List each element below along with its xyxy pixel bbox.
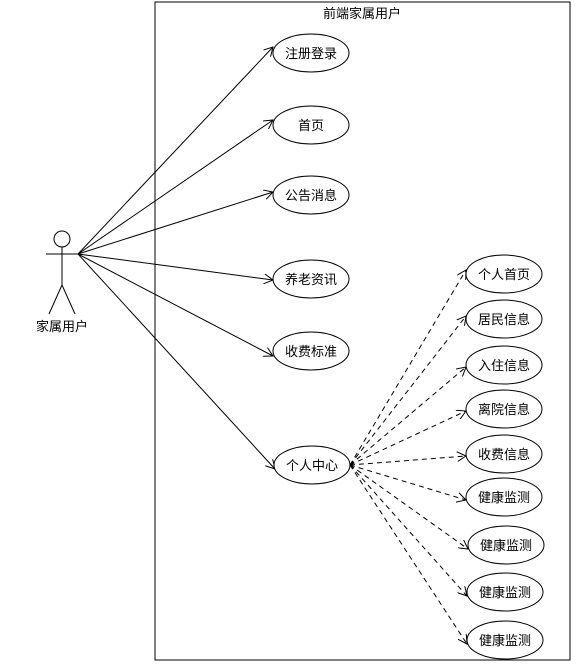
use-case-label: 健康监测 <box>479 585 531 601</box>
use-case-label: 居民信息 <box>478 312 530 328</box>
association-line <box>77 120 273 255</box>
include-line <box>349 464 467 596</box>
use-case-news[interactable]: 养老资讯 <box>272 259 350 299</box>
use-case-health-monitoring-1[interactable]: 健康监测 <box>465 477 543 517</box>
use-case-discharge-info[interactable]: 离院信息 <box>465 389 543 429</box>
use-case-label: 注册登录 <box>285 47 337 62</box>
include-lines <box>349 270 468 644</box>
use-case-label: 入住信息 <box>478 358 530 374</box>
actor-left-leg <box>48 284 63 315</box>
association-line <box>77 192 273 255</box>
use-case-personal-home[interactable]: 个人首页 <box>465 254 543 294</box>
actor-figure <box>46 230 78 315</box>
use-case-resident-info[interactable]: 居民信息 <box>465 299 543 339</box>
include-line <box>349 464 468 549</box>
use-case-label: 个人中心 <box>286 459 338 474</box>
include-line <box>349 464 467 644</box>
include-line <box>349 411 466 466</box>
actor-right-leg <box>61 284 76 315</box>
use-case-label: 健康监测 <box>478 490 530 506</box>
use-case-label: 个人首页 <box>478 268 530 283</box>
use-case-label: 健康监测 <box>479 633 531 649</box>
use-case-label: 离院信息 <box>478 402 530 418</box>
use-case-health-monitoring-3[interactable]: 健康监测 <box>466 572 544 612</box>
include-line <box>349 316 466 466</box>
association-line <box>77 253 273 356</box>
use-case-label: 收费标准 <box>285 345 337 360</box>
use-case-fee-info[interactable]: 收费信息 <box>465 434 543 474</box>
include-line <box>349 456 466 466</box>
association-lines <box>77 47 275 469</box>
use-case-register[interactable]: 注册登录 <box>272 33 350 73</box>
system-boundary: 前端家属用户 <box>154 1 571 661</box>
include-line <box>349 464 466 500</box>
system-title: 前端家属用户 <box>323 6 401 22</box>
use-case-label: 首页 <box>298 119 324 134</box>
actor-label: 家属用户 <box>36 319 88 335</box>
use-case-notice[interactable]: 公告消息 <box>272 175 350 215</box>
association-line <box>77 47 273 255</box>
use-case-home[interactable]: 首页 <box>272 105 350 145</box>
use-case-fee-standard[interactable]: 收费标准 <box>272 331 350 371</box>
use-case-checkin-info[interactable]: 入住信息 <box>465 345 543 385</box>
use-case-label: 养老资讯 <box>285 272 337 288</box>
use-case-label: 健康监测 <box>480 538 532 554</box>
include-line <box>349 270 466 466</box>
association-line <box>77 253 273 280</box>
use-case-health-monitoring-4[interactable]: 健康监测 <box>466 620 544 660</box>
association-line <box>77 253 275 469</box>
use-case-health-monitoring-2[interactable]: 健康监测 <box>467 525 545 565</box>
actor-head <box>53 230 71 248</box>
use-case-label: 收费信息 <box>478 447 530 463</box>
use-case-label: 公告消息 <box>285 188 337 204</box>
use-case-personal-center[interactable]: 个人中心 <box>273 445 351 485</box>
include-line <box>349 367 466 466</box>
